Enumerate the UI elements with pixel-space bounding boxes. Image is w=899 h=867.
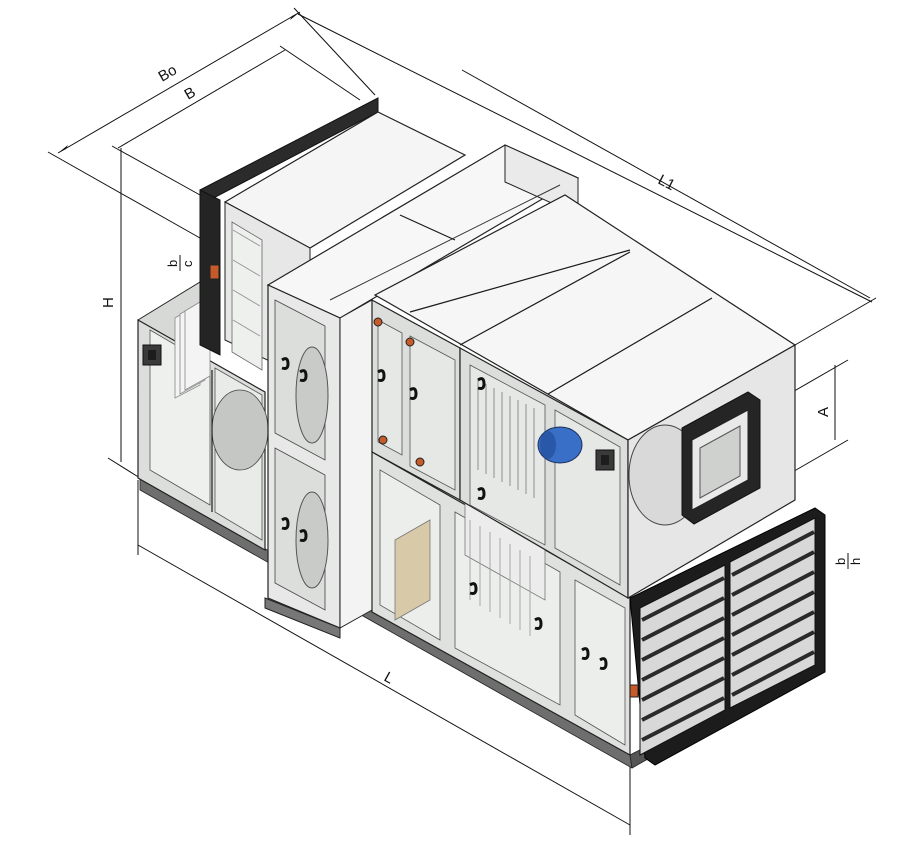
label-bh-bottom: h <box>848 558 863 565</box>
ext-b-right <box>279 45 361 101</box>
label-bh-top: b <box>833 558 848 565</box>
label-l1: L1 <box>655 171 678 194</box>
label-a: A <box>815 407 832 417</box>
label-bo: Bo <box>156 62 180 86</box>
sensor-icon <box>209 264 220 280</box>
label-h: H <box>100 297 117 308</box>
dimension-lines <box>47 7 877 835</box>
dim-line-b <box>117 49 286 149</box>
label-b: B <box>182 84 199 104</box>
dim-line-l1 <box>297 13 873 303</box>
central-column <box>264 284 373 639</box>
ext-bo-left <box>47 151 201 239</box>
lower-middle-section <box>371 450 631 757</box>
label-l: L <box>381 669 397 688</box>
label-bh: b h <box>833 553 863 569</box>
label-bc: b c <box>165 255 195 271</box>
upper-modules <box>266 144 797 441</box>
dim-line-l <box>137 544 631 826</box>
ext-bo-right <box>293 7 376 96</box>
filter-section <box>137 281 269 552</box>
fan-section <box>459 343 796 600</box>
ext-h-bottom <box>107 457 141 479</box>
dim-line-l1-lower <box>461 69 871 299</box>
coil-sections <box>371 298 461 502</box>
ext-b-left <box>111 145 201 196</box>
intake-louver <box>629 507 826 766</box>
ext-l1-right <box>794 297 877 346</box>
label-bc-top: b <box>165 260 180 267</box>
filter-bags <box>174 295 211 399</box>
label-bc-bottom: c <box>180 260 195 267</box>
dim-line-bo <box>57 11 301 154</box>
